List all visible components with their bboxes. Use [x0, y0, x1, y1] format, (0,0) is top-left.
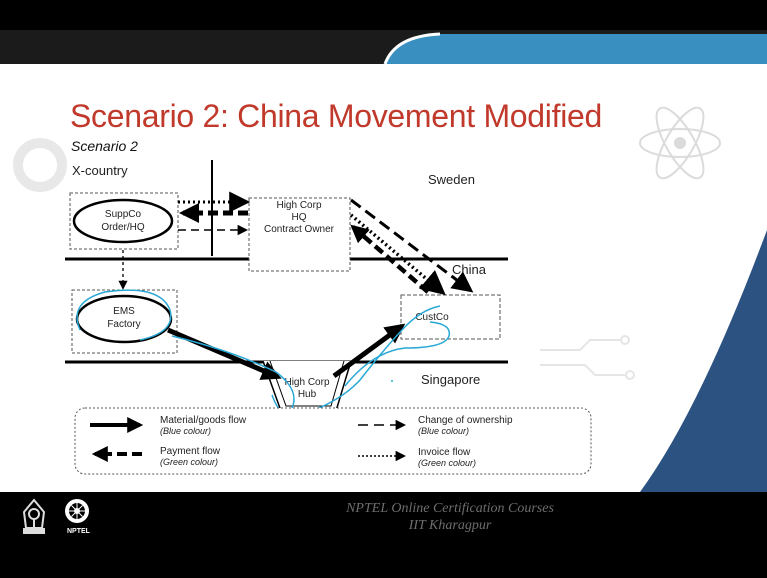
suppco-box — [69, 192, 179, 250]
slide-subtitle: Scenario 2 — [71, 138, 138, 154]
footer-institute: IIT Kharagpur — [408, 518, 492, 533]
top-decorative-bar — [0, 30, 767, 64]
region-x-country: X-country — [72, 163, 128, 178]
custco-label: CustCo — [415, 312, 449, 323]
legend-material-note: (Blue colour) — [160, 426, 211, 436]
legend-box — [74, 407, 592, 475]
supply-chain-diagram: SuppCo Order/HQ High Corp HQ Contract Ow… — [13, 106, 767, 492]
highcorp-hq-box — [248, 197, 351, 272]
legend-payment-note: (Green colour) — [160, 457, 218, 467]
iit-logo-icon — [22, 498, 46, 534]
region-china: China — [452, 262, 487, 277]
highcorp-hq-label-3: Contract Owner — [264, 224, 335, 235]
highcorp-hq-label-1: High Corp — [276, 200, 321, 211]
region-singapore: Singapore — [421, 372, 480, 387]
hub-label-1: High Corp — [284, 377, 329, 388]
region-sweden: Sweden — [428, 172, 475, 187]
gear-watermark-icon — [13, 138, 67, 192]
footer-bar: NPTEL NPTEL Online Certification Courses… — [0, 492, 767, 548]
hq-custco-ownership-arrow — [350, 198, 474, 293]
slide-title: Scenario 2: China Movement Modified — [70, 98, 603, 134]
legend-material-label: Material/goods flow — [160, 415, 247, 426]
circuit-watermark-icon — [540, 335, 635, 380]
ems-hub-material-arrow — [167, 327, 282, 380]
side-panel — [640, 230, 767, 492]
atom-watermark-icon — [639, 106, 721, 180]
hq-custco-invoice-arrow — [349, 213, 446, 296]
footer-course-title: NPTEL Online Certification Courses — [346, 501, 554, 516]
highcorp-hq-label-2: HQ — [292, 212, 307, 223]
legend-invoice-note: (Green colour) — [418, 458, 476, 468]
slide: SuppCo Order/HQ High Corp HQ Contract Ow… — [0, 30, 767, 548]
custco-box — [400, 294, 501, 340]
nptel-logo-label: NPTEL — [67, 528, 90, 535]
ems-label-1: EMS — [113, 306, 135, 317]
legend-invoice-label: Invoice flow — [418, 447, 471, 458]
legend-ownership-label: Change of ownership — [418, 415, 513, 426]
custco-hq-payment-arrow — [350, 224, 430, 294]
suppco-label-2: Order/HQ — [101, 222, 145, 233]
suppco-node — [72, 198, 174, 244]
nptel-logo-icon — [65, 499, 89, 523]
suppco-label-1: SuppCo — [105, 209, 142, 220]
hub-custco-material-arrow — [332, 323, 406, 379]
hub-label-2: Hub — [298, 389, 317, 400]
legend-ownership-note: (Blue colour) — [418, 426, 469, 436]
legend-payment-label: Payment flow — [160, 446, 221, 457]
ems-label-2: Factory — [107, 319, 140, 330]
